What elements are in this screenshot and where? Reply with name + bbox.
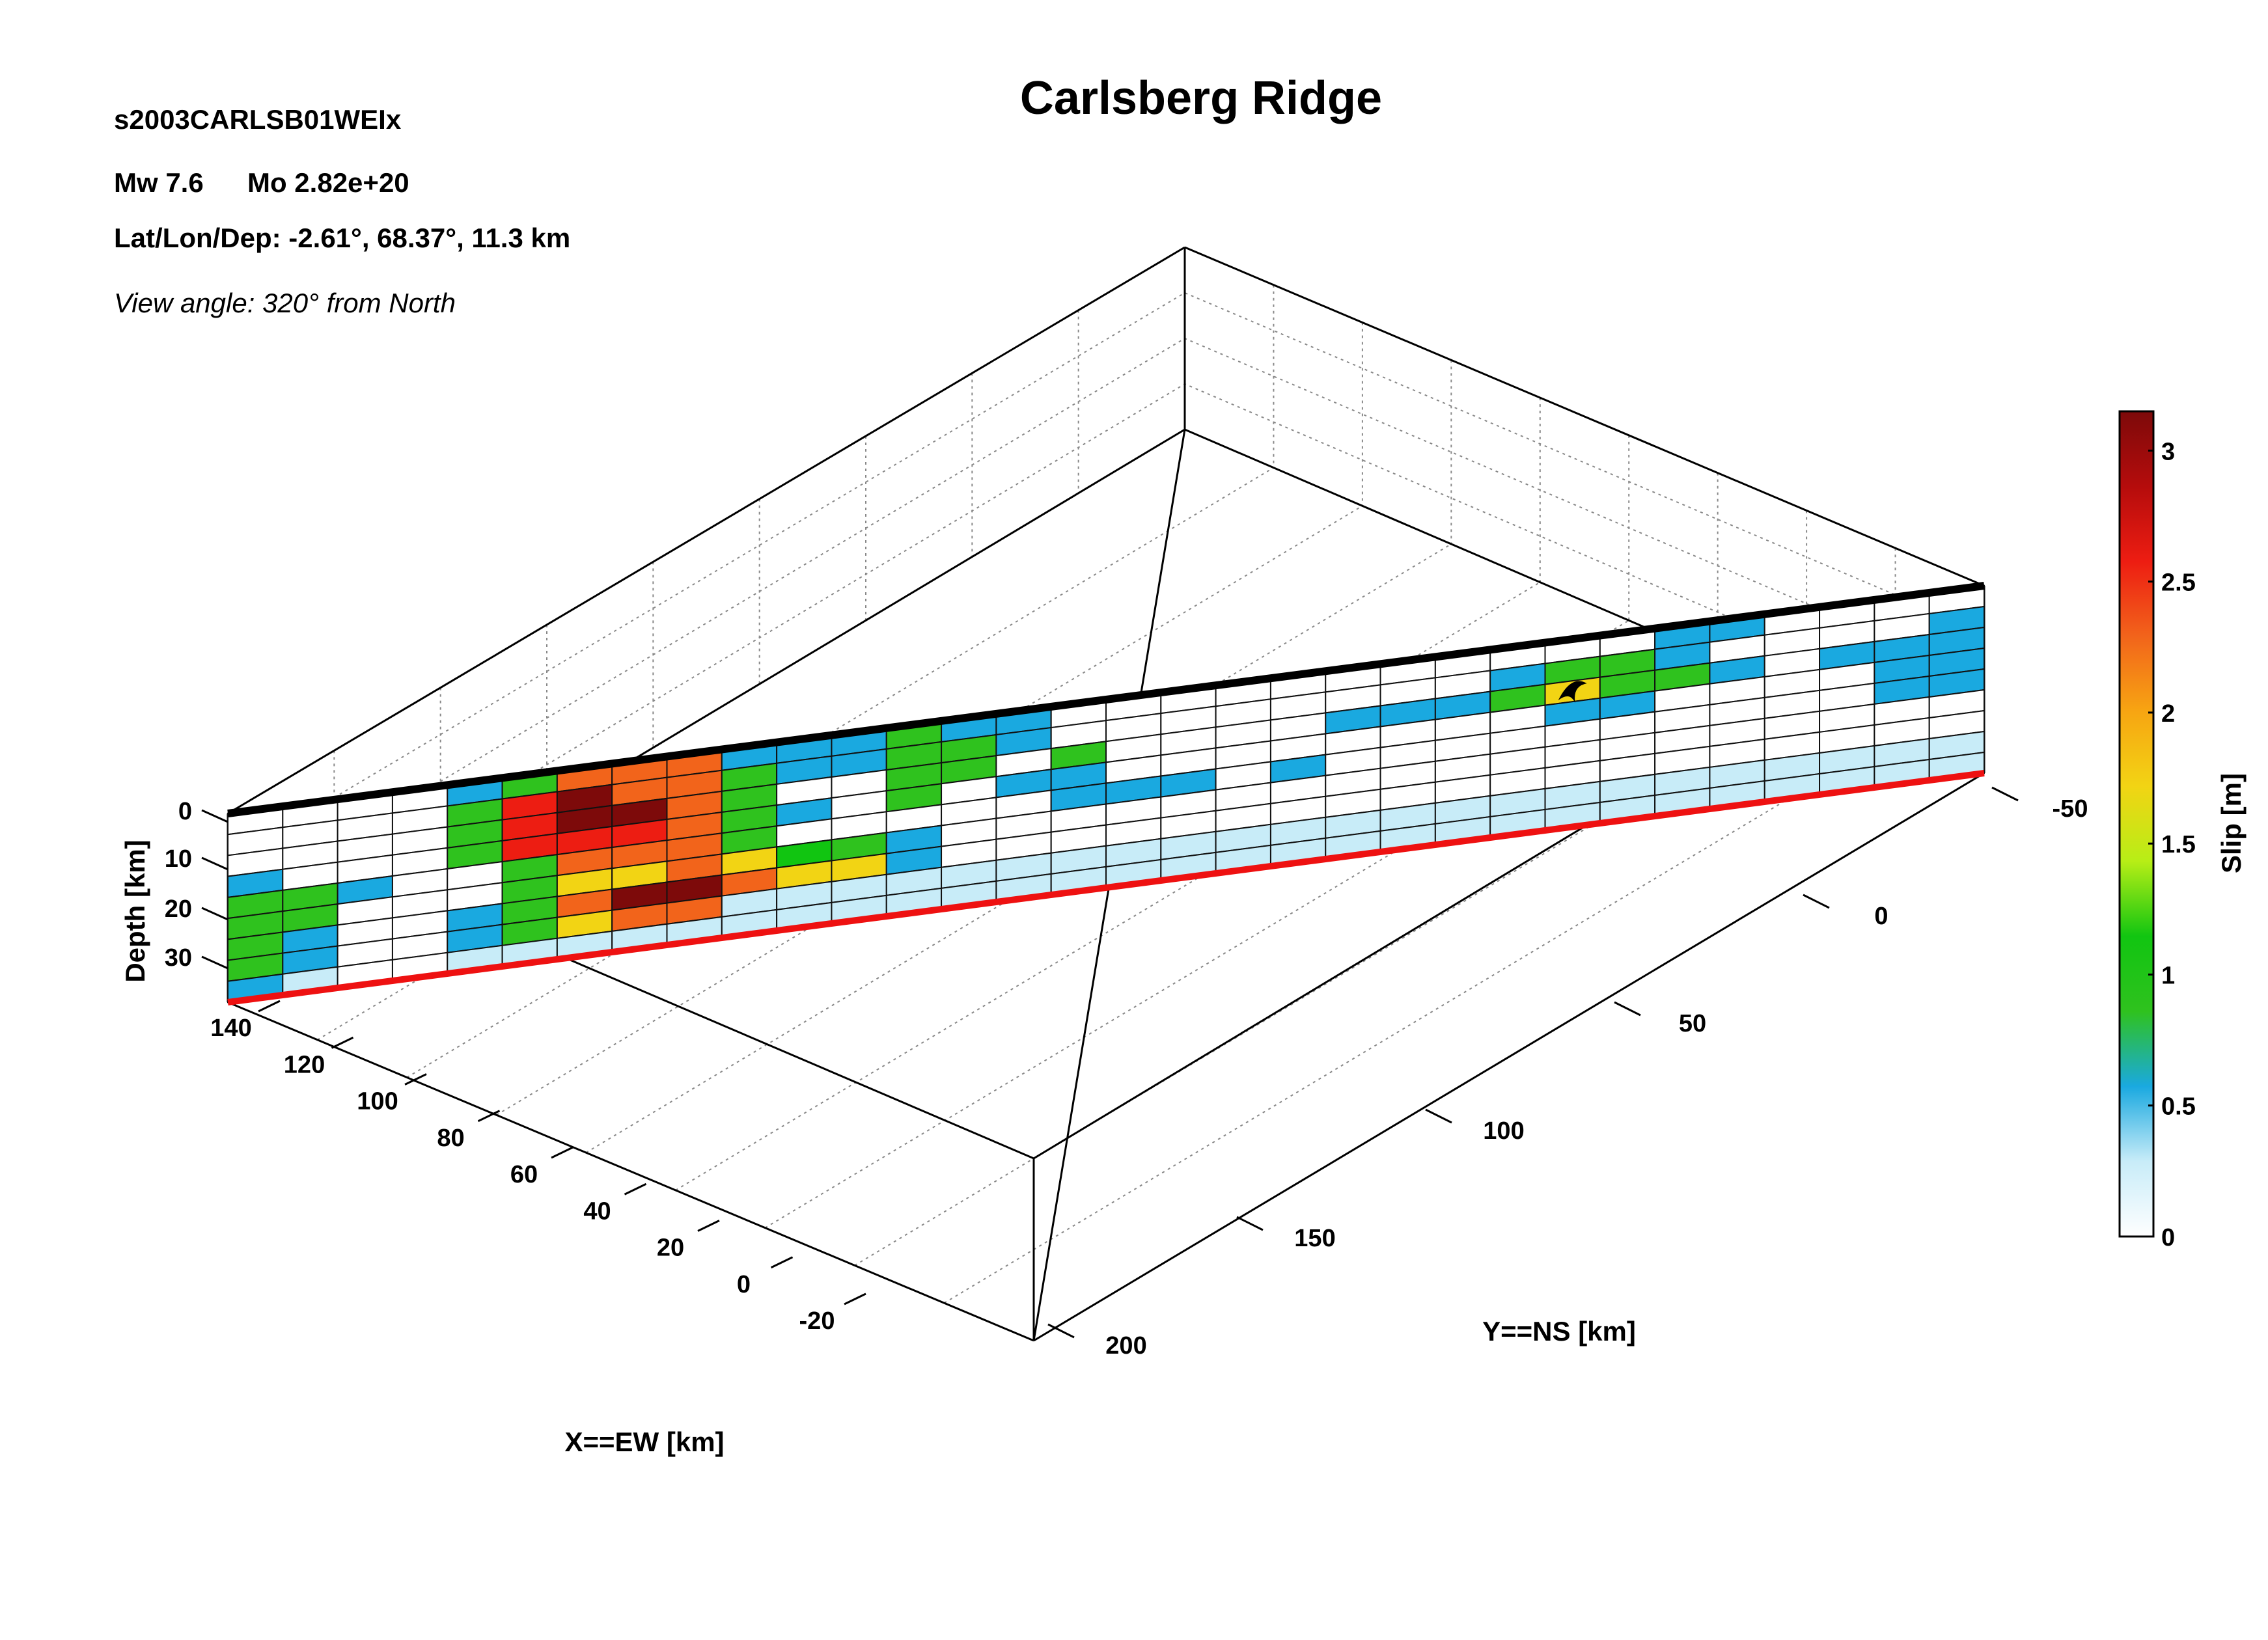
colorbar [2118,410,2155,1238]
y-tick-mark [1991,786,2019,802]
y-tick-mark [1803,894,1830,909]
x-tick-mark [697,1220,720,1232]
fault-trace [227,582,1985,1005]
depth-tick-label: 30 [165,944,192,972]
x-tick-label: 60 [510,1161,538,1188]
x-axis-label: X==EW [km] [564,1427,724,1457]
box-edge [227,1001,1034,1342]
y-tick-label: 150 [1294,1225,1335,1252]
x-tick-label: 140 [210,1015,251,1042]
depth-tick-label: 0 [178,798,192,825]
hypocenter-marker [1558,681,1587,704]
x-tick-mark [624,1182,647,1196]
colorbar-ticks: 0 0.5 1 1.5 2 2.5 3 [2148,438,2196,1251]
x-tick-mark [404,1073,427,1086]
y-tick-mark [1614,1001,1641,1017]
x-tick-label: 0 [737,1271,751,1298]
gridline [854,696,1807,1266]
x-tick-label: 40 [583,1197,611,1225]
x-axis-ticks: 140 120 100 80 60 40 20 0 -20 [210,1000,866,1335]
depth-tick-mark [201,955,228,970]
depth-tick-mark [201,907,228,921]
y-tick-mark [1047,1323,1075,1339]
box-edge [1033,772,1985,1342]
colorbar-tick-label: 1 [2161,962,2175,989]
y-tick-mark [1425,1108,1452,1124]
colorbar-tick-label: 0 [2161,1224,2175,1251]
x-tick-mark [258,1000,281,1013]
depth-tick-label: 20 [165,895,192,923]
colorbar-tick-label: 3 [2161,438,2175,465]
depth-tick-mark [201,856,228,871]
y-tick-mark [1236,1216,1264,1231]
gridline [943,734,1896,1304]
depth-tick-label: 10 [165,845,192,873]
colorbar-tick-label: 2 [2161,700,2175,728]
x-tick-mark [844,1292,866,1305]
box-edge [1184,246,1985,587]
y-axis-label: Y==NS [km] [1482,1316,1636,1346]
moment-label: Mo 2.82e+20 [247,167,409,198]
y-tick-label: -50 [2053,795,2088,823]
fault-top-edge [227,582,1985,817]
colorbar-tick-label: 1.5 [2161,831,2196,858]
colorbar-tick-label: 0.5 [2161,1093,2196,1121]
y-tick-label: 50 [1679,1010,1706,1037]
depth-tick-mark [201,809,228,823]
x-tick-mark [551,1146,574,1159]
x-tick-label: 100 [357,1088,398,1115]
fault-slip-patches [227,584,1985,1004]
fault-trace-line [227,770,1985,1005]
magnitude-label: Mw 7.6 [114,167,204,198]
y-tick-label: 200 [1105,1332,1146,1360]
colorbar-tick-label: 2.5 [2161,569,2196,597]
x-tick-mark [477,1110,501,1123]
box-edge [227,246,1185,815]
chart-title: Carlsberg Ridge [1020,72,1382,124]
view-angle-label: View angle: 320° from North [114,288,456,318]
colorbar-label: Slip [m] [2216,773,2247,873]
event-id-label: s2003CARLSB01WEIx [114,104,402,135]
x-tick-label: -20 [799,1307,835,1335]
depth-axis-label: Depth [km] [120,840,150,982]
x-tick-mark [770,1256,794,1269]
x-tick-label: 120 [284,1051,325,1078]
x-tick-label: 20 [657,1235,684,1262]
y-tick-label: 100 [1483,1117,1524,1145]
depth-axis-ticks: 0 10 20 30 [165,798,228,972]
x-tick-mark [331,1036,354,1049]
location-label: Lat/Lon/Dep: -2.61°, 68.37°, 11.3 km [114,223,570,253]
x-tick-label: 80 [437,1125,464,1152]
y-tick-label: 0 [1874,903,1888,930]
y-axis-ticks: -50 0 50 100 150 200 [1047,786,2088,1360]
